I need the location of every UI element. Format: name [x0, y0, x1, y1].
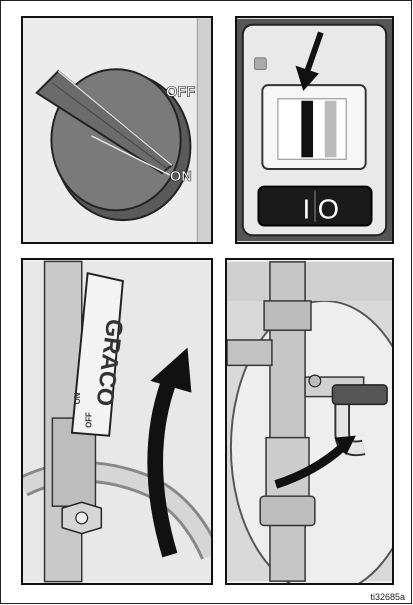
rocker-switch-label: I O — [303, 194, 339, 225]
rocker-switch-illustration: I O — [237, 18, 392, 242]
knob-on-label: ON — [170, 169, 192, 185]
indicator-light — [255, 58, 267, 70]
panel-drain-valve — [225, 258, 394, 585]
rotary-knob-illustration: OFF ON — [23, 18, 211, 242]
panel-ball-valve: GRACO ON OFF — [21, 258, 213, 585]
panel-rotary-knob: OFF ON — [21, 16, 213, 244]
drain-valve-illustration — [227, 260, 392, 583]
valve-off-label: OFF — [85, 412, 94, 428]
switch-off-bar — [325, 101, 337, 158]
drain-valve-handle[interactable] — [332, 385, 387, 405]
valve-on-label: ON — [73, 392, 82, 404]
figure-reference: ti32685a — [370, 592, 405, 602]
knob-off-label: OFF — [166, 85, 195, 101]
ball-valve-illustration: GRACO ON OFF — [23, 260, 211, 583]
switch-on-bar[interactable] — [301, 101, 313, 158]
panel-rocker-switch: I O — [235, 16, 394, 244]
